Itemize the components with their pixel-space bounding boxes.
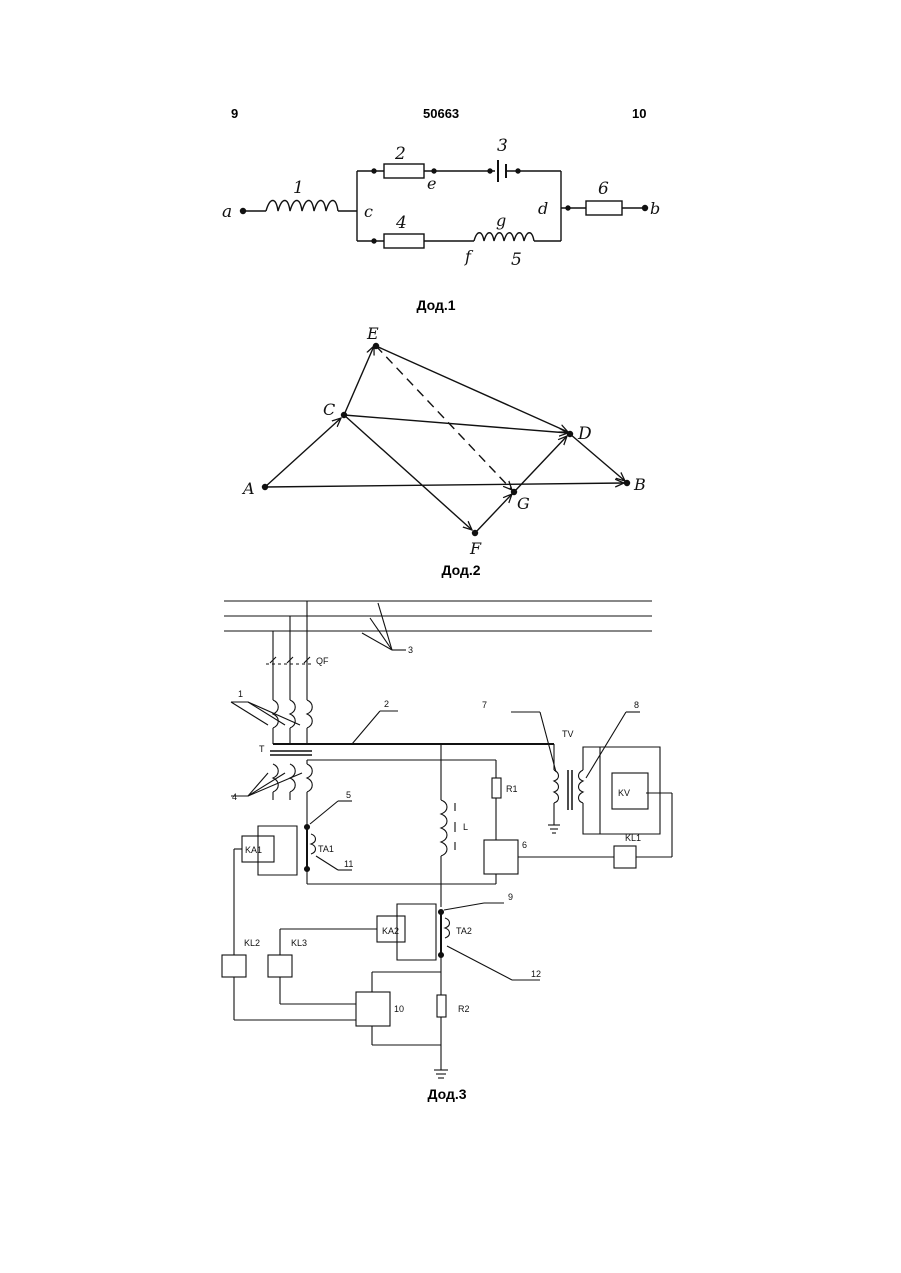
fig1-label-5: 5 <box>511 250 522 270</box>
fig2-point-C: C <box>323 400 335 419</box>
callout-9: 9 <box>508 892 513 902</box>
resistor-2 <box>384 164 424 178</box>
fig1-label-4: 4 <box>395 213 407 233</box>
fig1-node-c: c <box>364 202 373 221</box>
fig3-scheme <box>222 601 672 1078</box>
fig1-label-6: 6 <box>598 179 609 199</box>
label-QF: QF <box>316 656 329 666</box>
resistor-6 <box>586 201 622 215</box>
callout-12: 12 <box>531 969 541 979</box>
label-KA1: KA1 <box>245 845 262 855</box>
label-KL3: KL3 <box>291 938 307 948</box>
callout-7: 7 <box>482 700 487 710</box>
label-TA1: TA1 <box>318 844 334 854</box>
fig2-point-D: D <box>577 424 592 444</box>
fig2-caption: Дод.2 <box>441 562 480 578</box>
callout-3: 3 <box>408 645 413 655</box>
fig1-caption: Дод.1 <box>416 297 455 313</box>
label-TV: TV <box>562 729 574 739</box>
label-KV: KV <box>618 788 630 798</box>
fig1-circuit <box>241 160 648 248</box>
vector-AC <box>265 418 341 487</box>
vector-AB <box>265 483 624 487</box>
fig1-node-d: d <box>538 199 548 218</box>
fig2-point-F: F <box>469 539 482 558</box>
fig1-node-e: e <box>427 174 436 193</box>
inductor-5 <box>474 233 534 241</box>
fig2-point-B: B <box>633 475 646 494</box>
fig1-label-3: 3 <box>497 136 508 156</box>
fig2-point-G: G <box>517 494 530 513</box>
callout-4: 4 <box>232 792 237 802</box>
vector-FG <box>475 494 512 533</box>
terminal-b <box>643 206 648 211</box>
label-R2: R2 <box>458 1004 470 1014</box>
label-L: L <box>463 822 468 832</box>
label-KA2: KA2 <box>382 926 399 936</box>
label-KL1: KL1 <box>625 833 641 843</box>
label-KL2: KL2 <box>244 938 260 948</box>
callout-5: 5 <box>346 790 351 800</box>
label-TA2: TA2 <box>456 926 472 936</box>
callout-1: 1 <box>238 689 243 699</box>
fig1-node-g: g <box>496 211 506 230</box>
resistor-4 <box>384 234 424 248</box>
fig3-caption: Дод.3 <box>427 1086 466 1102</box>
inductor-1 <box>266 201 338 212</box>
fig1-label-1: 1 <box>293 178 304 198</box>
fig1-node-f: f <box>464 247 474 266</box>
fig1-node-b: b <box>650 199 660 218</box>
fig1-label-2: 2 <box>394 144 406 164</box>
label-R1: R1 <box>506 784 518 794</box>
fig1-node-a: a <box>222 202 232 222</box>
vector-EG-dashed <box>376 346 512 490</box>
label-T: T <box>259 744 265 754</box>
fig2-point-E: E <box>366 324 379 343</box>
callout-2: 2 <box>384 699 389 709</box>
vector-ED <box>376 346 568 432</box>
vector-CF <box>344 415 472 530</box>
fig2-point-A: A <box>241 479 255 498</box>
callout-11: 11 <box>344 859 353 869</box>
callout-10: 10 <box>394 1004 404 1014</box>
vector-CE <box>344 346 374 415</box>
callout-8: 8 <box>634 700 639 710</box>
fig2-vector-diagram <box>263 344 630 536</box>
callout-6: 6 <box>522 840 527 850</box>
